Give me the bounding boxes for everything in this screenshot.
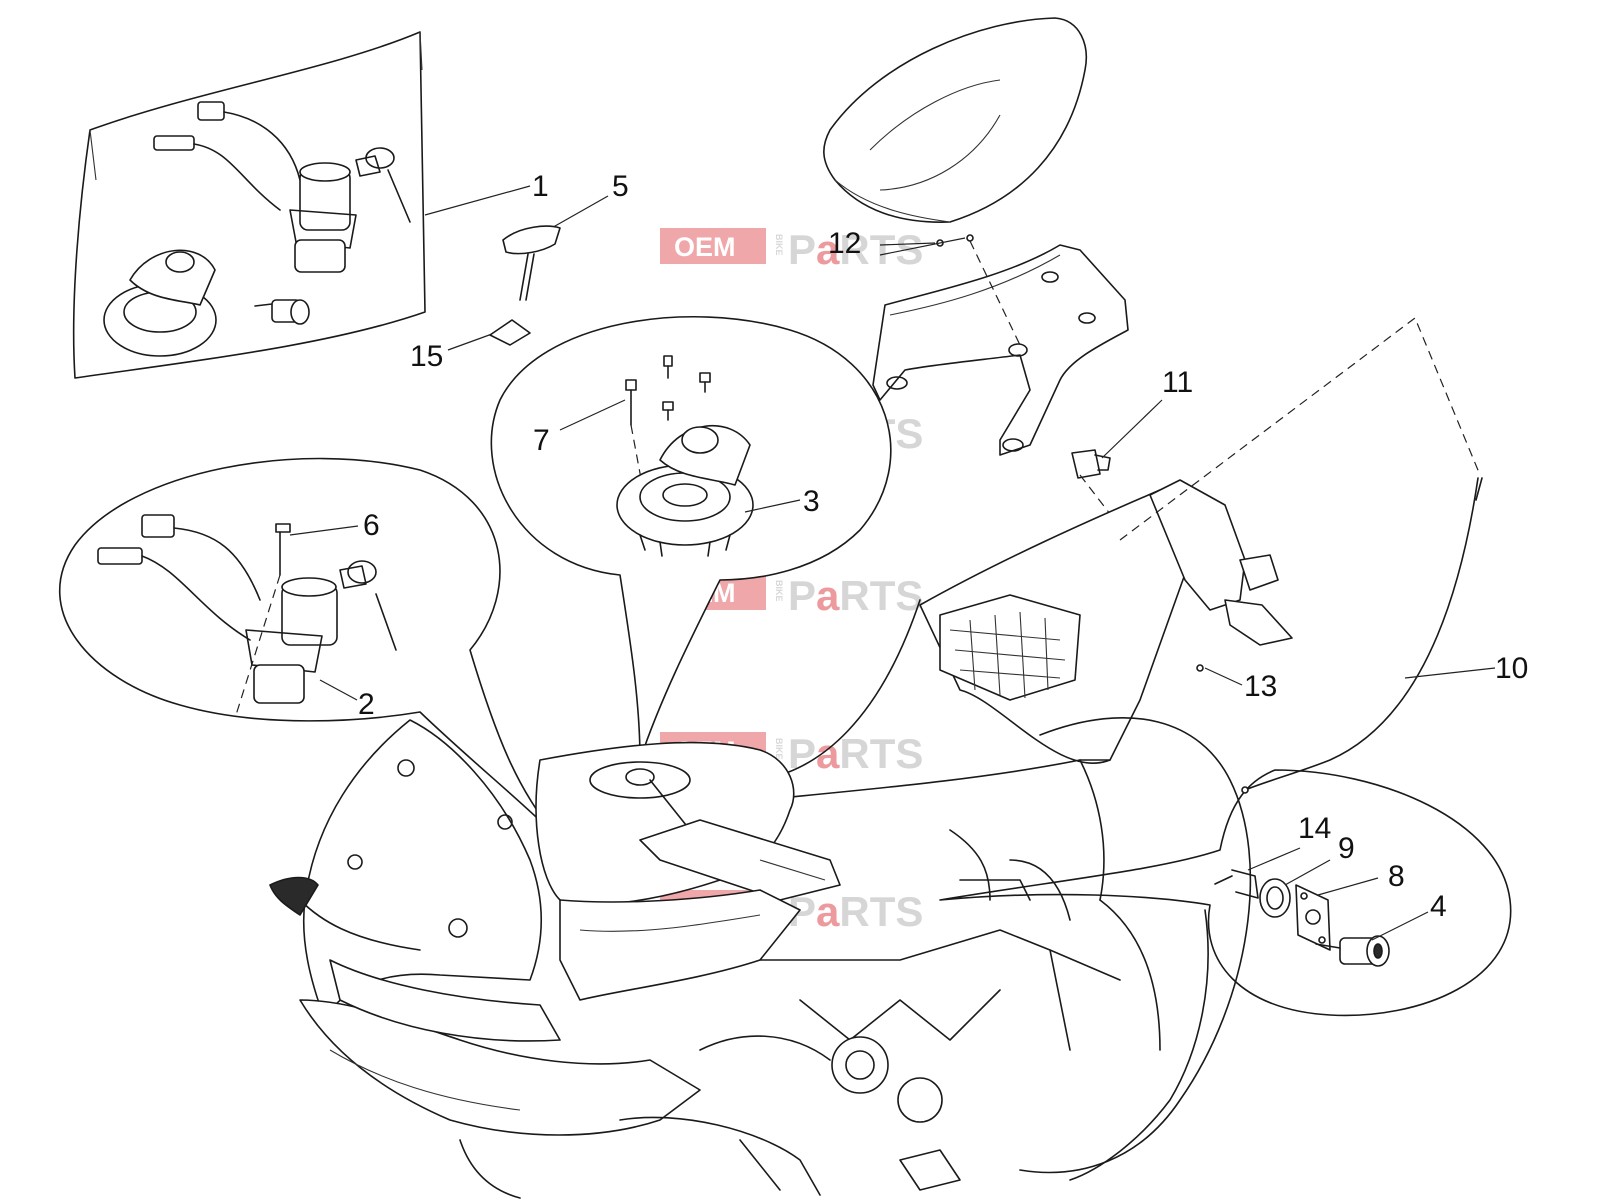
watermark-rts-text: RTS: [839, 572, 923, 619]
callout-5: 5: [612, 170, 629, 203]
watermark-1: OEM BIKE PaRTS: [660, 226, 923, 273]
seat-release-cable: [1119, 317, 1483, 794]
watermark-bike-text: BIKE: [774, 234, 784, 256]
watermark-bike-text: BIKE: [774, 738, 784, 760]
watermark-p-text: P: [788, 226, 816, 273]
watermark-a-text: a: [816, 730, 840, 777]
callout-8: 8: [1388, 860, 1405, 893]
grab-handle: [872, 234, 1129, 456]
callout-2: 2: [358, 688, 375, 721]
fuel-cap-detail-circle: [490, 316, 892, 761]
callout-10: 10: [1495, 652, 1528, 685]
lock-kit-bag: [72, 31, 426, 379]
watermark-rts-text: RTS: [839, 888, 923, 935]
ignition-key: [502, 225, 561, 301]
watermark-oem-text: OEM: [674, 232, 736, 262]
watermark-a-text: a: [816, 226, 840, 273]
callout-9: 9: [1338, 832, 1355, 865]
watermark-a-text: a: [816, 572, 840, 619]
motorcycle-body: [269, 599, 1252, 1199]
svg-text:PaRTS: PaRTS: [788, 572, 923, 619]
watermark-bike-text: BIKE: [774, 580, 784, 602]
seat-lock-detail-circle: [939, 769, 1512, 1017]
ignition-detail-circle: [58, 457, 556, 836]
callout-1: 1: [532, 170, 549, 203]
callout-6: 6: [363, 509, 380, 542]
callout-labels: 1 2 3 4 5 6 7 8 9 10 11 12 13 14 15: [358, 170, 1528, 923]
callout-13: 13: [1244, 670, 1277, 703]
watermark-p-text: P: [788, 572, 816, 619]
rear-subframe: [919, 479, 1293, 764]
rear-seat: [823, 17, 1087, 223]
callout-15: 15: [410, 340, 443, 373]
watermark-a-text: a: [816, 888, 840, 935]
svg-text:PaRTS: PaRTS: [788, 888, 923, 935]
callout-12: 12: [828, 227, 861, 260]
watermark-rts-text: RTS: [839, 730, 923, 777]
cap-seal: [489, 319, 531, 346]
callout-3: 3: [803, 485, 820, 518]
callout-7: 7: [533, 424, 550, 457]
callout-11: 11: [1162, 366, 1193, 399]
svg-text:PaRTS: PaRTS: [788, 730, 923, 777]
watermark-p-text: P: [788, 730, 816, 777]
callout-4: 4: [1430, 890, 1447, 923]
callout-14: 14: [1298, 812, 1331, 845]
leader-lines: [289, 185, 1496, 941]
